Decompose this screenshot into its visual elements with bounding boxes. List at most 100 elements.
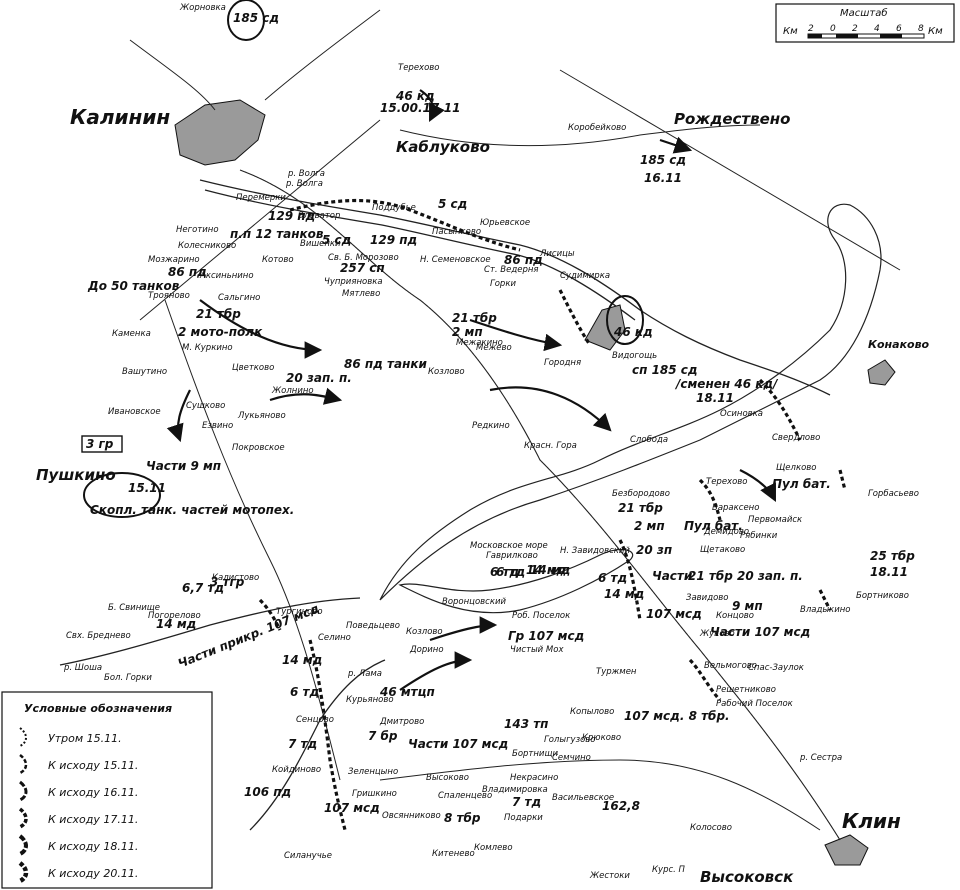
place-label: Городня <box>544 358 581 368</box>
legend-item-label: К исходу 17.11. <box>48 813 138 826</box>
unit-label: 9 мп <box>732 599 763 613</box>
place-label: Мозжарино <box>148 255 200 265</box>
unit-label: 6 тд <box>598 571 627 585</box>
front-line <box>688 658 722 702</box>
place-label: Бол. Горки <box>104 673 152 683</box>
place-label: Котово <box>262 255 294 265</box>
front-line <box>698 478 722 521</box>
unit-label: Пул бат. <box>684 519 743 533</box>
place-label: Б. Свинище <box>108 603 160 613</box>
unit-label: 129 пд <box>268 209 315 223</box>
unit-label: 8 тбр <box>444 811 481 825</box>
unit-label: 21 тбр <box>452 311 497 325</box>
place-label: Аксиньнино <box>199 271 254 281</box>
road-1 <box>164 299 341 781</box>
place-label: Крюково <box>582 733 621 743</box>
place-label: Высоково <box>426 773 469 783</box>
place-label: Курьяново <box>346 695 394 705</box>
place-label: Свердлово <box>772 433 820 443</box>
place-label: Жорновка <box>179 3 226 13</box>
place-label: Московское море <box>470 541 548 551</box>
place-label: Неготино <box>176 225 219 235</box>
major-place-label: Пушкино <box>36 466 116 484</box>
unit-label: 2 мото-полк <box>178 325 263 339</box>
place-label: Бортнищи <box>512 749 558 759</box>
unit-label: /сменен 46 кд/ <box>674 377 779 391</box>
place-label: Первомайск <box>748 515 803 525</box>
unit-label: п.п 12 танков <box>230 227 324 241</box>
place-label: Н. Завидовский <box>560 546 630 556</box>
unit-label: 86 пд <box>504 253 543 267</box>
unit-label: 46 мтцп <box>379 685 435 699</box>
road-2 <box>399 124 761 147</box>
place-label: Тургиново <box>276 607 323 617</box>
place-label: Копылово <box>570 707 614 717</box>
front-line <box>308 639 347 831</box>
attack-arrow <box>489 386 612 432</box>
unit-label: 6 тд <box>496 565 525 579</box>
place-label: Демидово <box>703 527 749 537</box>
unit-label: 7 бр <box>368 729 398 743</box>
legend-symbol <box>18 861 29 884</box>
legend-item-label: К исходу 15.11. <box>48 759 138 772</box>
place-label: р. Волга <box>285 179 323 189</box>
front-line <box>289 198 521 252</box>
unit-label: 2 мп <box>452 325 483 339</box>
scale-tick: 2 <box>852 24 858 34</box>
place-label: Юрьевское <box>480 218 530 228</box>
place-label: Койдиново <box>272 765 321 775</box>
major-place-label: Каблуково <box>396 138 490 156</box>
railway-main <box>239 169 841 841</box>
unit-label: 3 гр <box>86 437 114 451</box>
legend-item-label: К исходу 20.11. <box>48 867 138 880</box>
place-label: Осиновка <box>720 409 763 419</box>
scale-tick: 2 <box>808 24 814 34</box>
attack-arrow <box>399 651 473 691</box>
unit-label: 20 зап. п. <box>286 371 352 385</box>
major-place-label: Клин <box>842 809 901 833</box>
place-label: Калистово <box>212 573 259 583</box>
unit-circle-46kd <box>606 295 644 345</box>
place-label: Лукьяново <box>237 411 286 421</box>
place-label: р. Волга <box>287 169 325 179</box>
unit-label: 15.00.17.11 <box>380 101 460 115</box>
place-label: Спаленцево <box>438 791 492 801</box>
front-line <box>618 539 642 621</box>
unit-label: 14 мд <box>156 617 196 631</box>
attack-arrow <box>739 469 776 502</box>
unit-box-3gr <box>81 435 123 453</box>
place-label: Гришкино <box>352 789 397 799</box>
unit-label: 14 мд <box>604 587 644 601</box>
legend-symbol <box>19 754 28 775</box>
place-label: Спас-Заулок <box>748 663 805 673</box>
unit-label: 5 сд <box>322 233 351 247</box>
attack-arrow <box>199 299 323 359</box>
place-label: Владимировка <box>482 785 548 795</box>
attack-arrow <box>469 318 563 352</box>
place-label: Горбасьево <box>868 489 919 499</box>
place-label: Сенцово <box>296 715 334 725</box>
place-label: Езвино <box>202 421 233 431</box>
place-label: Концово <box>716 611 754 621</box>
volga-river <box>199 179 831 396</box>
place-label: Судимирка <box>560 271 610 281</box>
unit-label: 257 сп <box>340 261 385 275</box>
legend-item-label: Утром 15.11. <box>48 732 122 745</box>
legend-item-label: К исходу 18.11. <box>48 840 138 853</box>
place-label: Видогощь <box>612 351 657 361</box>
place-label: Завидово <box>686 593 728 603</box>
unit-label: 2 мп <box>634 519 665 533</box>
place-label: Бортниково <box>856 591 909 601</box>
place-label: Курс. П <box>652 865 686 875</box>
legend-symbol <box>18 834 28 856</box>
place-label: Рабочий Поселок <box>716 699 794 709</box>
place-label: Погорелово <box>148 611 201 621</box>
legend-item-label: К исходу 16.11. <box>48 786 138 799</box>
legend-title: Условные обозначения <box>24 702 172 715</box>
front-line <box>758 378 802 441</box>
place-label: Щетаково <box>700 545 745 555</box>
unit-label: 6 тд <box>290 685 319 699</box>
place-label: Лисицы <box>539 249 575 259</box>
major-place-label: Конаково <box>868 338 930 351</box>
